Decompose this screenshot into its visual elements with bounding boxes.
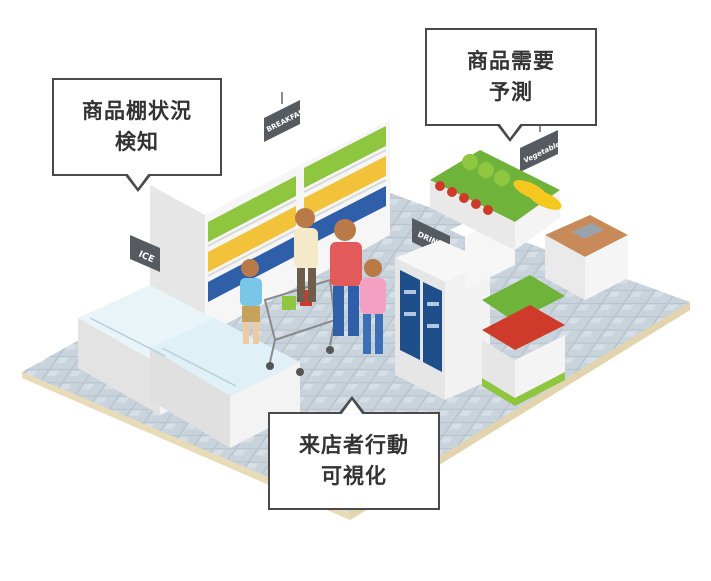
visitor-behavior-callout: 来店者行動 可視化 [268, 412, 440, 510]
visitor-behavior-line1: 来店者行動 [299, 433, 409, 457]
shoppers [240, 208, 386, 376]
shelf-status-line2: 検知 [115, 130, 159, 154]
visitor-behavior-callout-tail-fill [341, 400, 363, 415]
demand-forecast-line1: 商品需要 [467, 49, 555, 73]
ice-freezers [78, 285, 300, 448]
ice-sign: ICE [130, 235, 160, 272]
shelf-status-callout: 商品棚状況 検知 [52, 78, 222, 176]
breakfast-shelf-unit [150, 95, 390, 335]
vegetable-sign: Vegetable [520, 118, 562, 172]
shelf-status-callout-tail-fill [127, 173, 149, 188]
shelf-status-line1: 商品棚状況 [82, 99, 192, 123]
demand-forecast-callout-tail-fill [499, 123, 521, 138]
drinks-fridges [395, 205, 515, 400]
produce-section [430, 150, 628, 406]
demand-forecast-line2: 予測 [489, 80, 533, 104]
visitor-behavior-line2: 可視化 [321, 464, 387, 488]
demand-forecast-callout: 商品需要 予測 [425, 28, 597, 126]
